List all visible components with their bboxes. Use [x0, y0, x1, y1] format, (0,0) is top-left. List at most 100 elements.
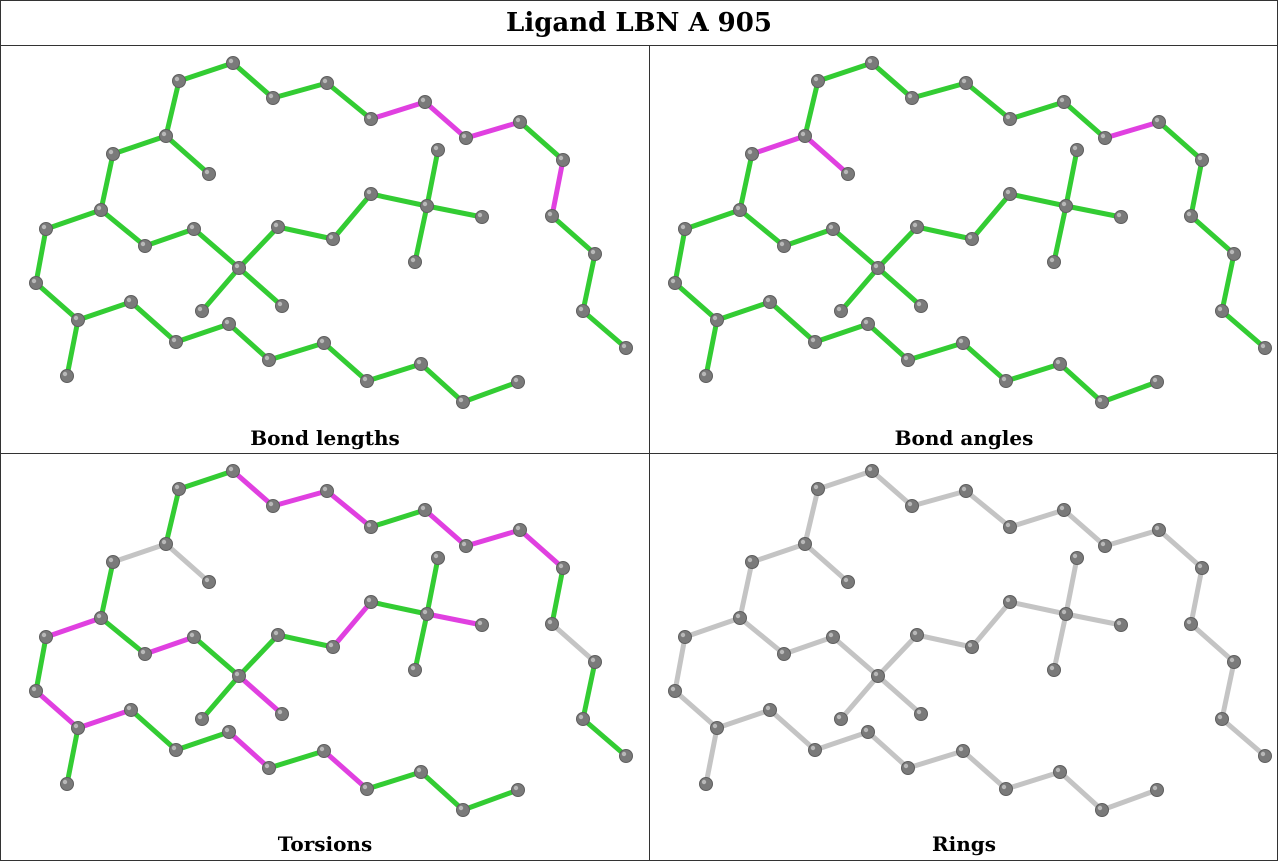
bond — [330, 599, 374, 650]
panel-bond-lengths: Bond lengths — [1, 46, 649, 453]
bond — [1003, 769, 1063, 792]
atom — [798, 537, 812, 551]
atom — [1098, 539, 1112, 553]
atom-highlight — [1229, 657, 1235, 663]
atom — [1152, 523, 1166, 537]
atom — [871, 261, 885, 275]
bond — [767, 299, 818, 345]
atom — [511, 375, 525, 389]
atom — [106, 555, 120, 569]
panel-caption: Bond angles — [894, 426, 1034, 450]
atom-highlight — [590, 657, 596, 663]
atom-highlight — [189, 632, 195, 638]
atom-highlight — [967, 234, 973, 240]
atom — [678, 630, 692, 644]
atom — [360, 374, 374, 388]
atom-highlight — [73, 315, 79, 321]
bond — [199, 673, 242, 722]
atom-highlight — [171, 337, 177, 343]
bond — [422, 99, 469, 141]
atom-highlight — [747, 149, 753, 155]
atom — [1053, 357, 1067, 371]
atom — [678, 222, 692, 236]
atom-highlight — [477, 620, 483, 626]
atom — [39, 630, 53, 644]
bond — [64, 317, 81, 379]
atom-highlight — [912, 222, 918, 228]
bond — [199, 265, 242, 314]
bond — [749, 133, 808, 157]
bond — [767, 707, 818, 753]
bond — [672, 280, 720, 323]
atom-highlight — [264, 763, 270, 769]
atom — [431, 551, 445, 565]
atom — [262, 353, 276, 367]
bond — [1219, 716, 1268, 759]
atom — [763, 295, 777, 309]
atom — [456, 803, 470, 817]
atom-highlight — [765, 297, 771, 303]
bond — [875, 673, 924, 717]
atom-highlight — [873, 671, 879, 677]
atom — [275, 299, 289, 313]
atom-highlight — [513, 377, 519, 383]
atom-highlight — [96, 205, 102, 211]
atom — [556, 561, 570, 575]
atom — [275, 707, 289, 721]
bond — [191, 226, 242, 271]
panel-torsions: Torsions — [1, 454, 649, 861]
bond — [1061, 99, 1108, 141]
atom-highlight — [1055, 359, 1061, 365]
atom — [1070, 143, 1084, 157]
atom-highlight — [126, 297, 132, 303]
atom-highlight — [779, 241, 785, 247]
atom-highlight — [319, 746, 325, 752]
bond — [830, 634, 881, 679]
bond — [43, 207, 104, 232]
atom — [777, 239, 791, 253]
bond — [672, 226, 688, 286]
bond — [324, 488, 374, 530]
molecule-diagram — [29, 56, 633, 409]
title-divider — [1, 45, 1277, 46]
atom — [1215, 712, 1229, 726]
bond — [33, 634, 49, 694]
atom-highlight — [961, 486, 967, 492]
atom — [619, 341, 633, 355]
atom — [808, 743, 822, 757]
atom — [1047, 663, 1061, 677]
bond — [173, 321, 232, 345]
bond — [802, 78, 821, 139]
atom — [222, 725, 236, 739]
atom — [195, 304, 209, 318]
bond — [838, 265, 881, 314]
bond — [703, 725, 720, 787]
atom — [905, 91, 919, 105]
atom — [1047, 255, 1061, 269]
atom — [588, 247, 602, 261]
atom-highlight — [912, 630, 918, 636]
atom — [841, 575, 855, 589]
atom — [588, 655, 602, 669]
bond — [737, 151, 755, 213]
atom — [414, 765, 428, 779]
atom-highlight — [547, 619, 553, 625]
atom — [29, 684, 43, 698]
atom — [556, 153, 570, 167]
bond — [580, 716, 629, 759]
atom-highlight — [800, 131, 806, 137]
atom — [172, 482, 186, 496]
atom — [1057, 503, 1071, 517]
atom-highlight — [422, 201, 428, 207]
atom — [1227, 655, 1241, 669]
bond — [163, 486, 182, 547]
atom — [459, 539, 473, 553]
atom-highlight — [1116, 620, 1122, 626]
bond — [1051, 203, 1069, 265]
atom-highlight — [1152, 377, 1158, 383]
atom — [1053, 765, 1067, 779]
atom — [195, 712, 209, 726]
atom-highlight — [1154, 117, 1160, 123]
atom-highlight — [189, 224, 195, 230]
